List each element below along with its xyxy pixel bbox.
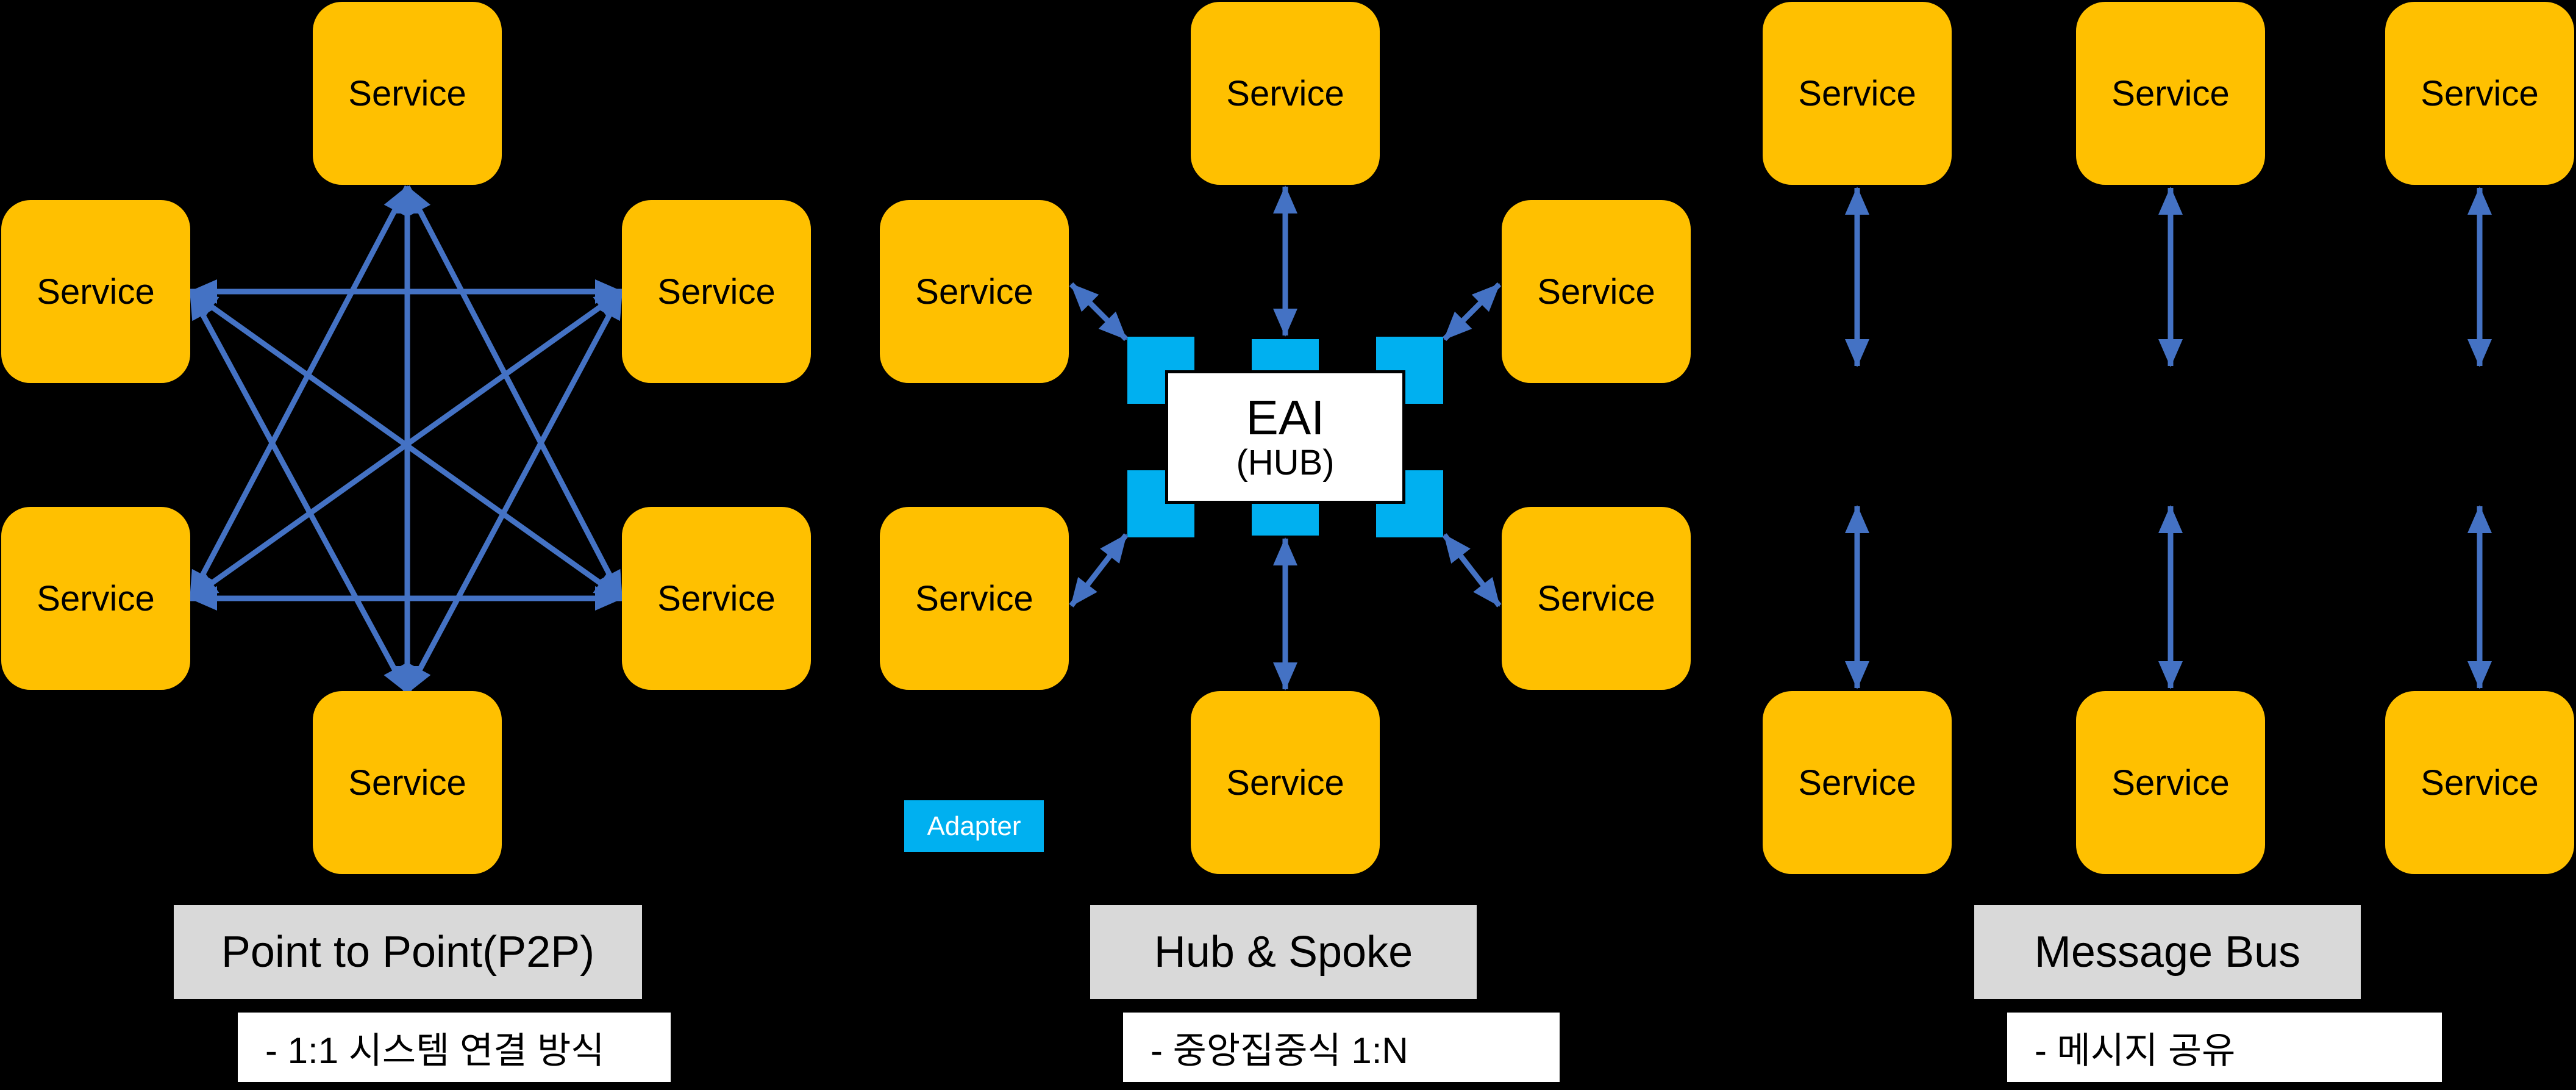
service-box: Service <box>622 507 811 690</box>
service-box: Service <box>1502 200 1691 383</box>
adapter-legend-label: Adapter <box>927 811 1021 841</box>
p2p-title-label: Point to Point(P2P) <box>221 928 595 977</box>
hub-spoke-arrow <box>1442 282 1502 342</box>
p2p-mesh-arrow <box>405 185 624 600</box>
service-box: Service <box>2076 691 2265 874</box>
service-box: Service <box>1763 691 1952 874</box>
service-box: Service <box>880 507 1069 690</box>
service-label: Service <box>1537 271 1655 312</box>
service-label: Service <box>1798 762 1916 803</box>
service-label: Service <box>2111 73 2230 113</box>
eai-hub-box: EAI (HUB) <box>1165 370 1405 504</box>
adapter-tab-top <box>1252 339 1319 371</box>
hub-spoke-title: Hub & Spoke <box>1090 905 1477 999</box>
hub-spoke-arrow <box>1069 282 1129 342</box>
service-box: Service <box>2385 2 2574 185</box>
service-label: Service <box>37 578 155 619</box>
service-label: Service <box>657 578 776 619</box>
eai-label: EAI <box>1246 390 1325 445</box>
service-box: Service <box>1191 691 1380 874</box>
service-box: Service <box>1763 2 1952 185</box>
adapter-tab-bottom <box>1252 504 1319 536</box>
service-box: Service <box>313 691 502 874</box>
service-label: Service <box>1798 73 1916 113</box>
message-bus-caption-label: - 메시지 공유 <box>2035 1030 2236 1071</box>
service-label: Service <box>1226 73 1344 113</box>
hub-spoke-caption-label: - 중앙집중식 1:N <box>1151 1030 1408 1071</box>
service-box: Service <box>2076 2 2265 185</box>
message-bus-title: Message Bus <box>1974 905 2361 999</box>
message-bus-caption: - 메시지 공유 <box>2007 1013 2442 1082</box>
hub-sublabel: (HUB) <box>1236 442 1335 482</box>
service-box: Service <box>2385 691 2574 874</box>
service-label: Service <box>348 762 466 803</box>
p2p-mesh-arrow <box>188 290 410 695</box>
service-box: Service <box>1502 507 1691 690</box>
service-box: Service <box>622 200 811 383</box>
adapter-legend: Adapter <box>904 800 1044 852</box>
service-label: Service <box>1537 578 1655 619</box>
service-label: Service <box>1226 762 1344 803</box>
service-box: Service <box>1 200 190 383</box>
service-label: Service <box>348 73 466 113</box>
service-label: Service <box>2421 73 2539 113</box>
message-bus-title-label: Message Bus <box>2034 928 2301 977</box>
hub-spoke-caption: - 중앙집중식 1:N <box>1123 1013 1560 1082</box>
service-box: Service <box>313 2 502 185</box>
service-box: Service <box>1 507 190 690</box>
hub-spoke-title-label: Hub & Spoke <box>1154 928 1413 977</box>
p2p-caption: - 1:1 시스템 연결 방식 <box>238 1013 671 1082</box>
service-label: Service <box>915 271 1033 312</box>
hub-spoke-arrow <box>1069 533 1129 608</box>
service-box: Service <box>1191 2 1380 185</box>
p2p-mesh-arrow <box>188 185 410 600</box>
service-label: Service <box>657 271 776 312</box>
p2p-caption-label: - 1:1 시스템 연결 방식 <box>265 1030 605 1071</box>
hub-spoke-arrow <box>1442 533 1502 608</box>
service-label: Service <box>2421 762 2539 803</box>
service-label: Service <box>2111 762 2230 803</box>
service-label: Service <box>915 578 1033 619</box>
p2p-mesh-arrow <box>405 290 624 695</box>
p2p-title: Point to Point(P2P) <box>174 905 642 999</box>
service-box: Service <box>880 200 1069 383</box>
p2p-mesh-arrow <box>188 289 624 601</box>
service-label: Service <box>37 271 155 312</box>
